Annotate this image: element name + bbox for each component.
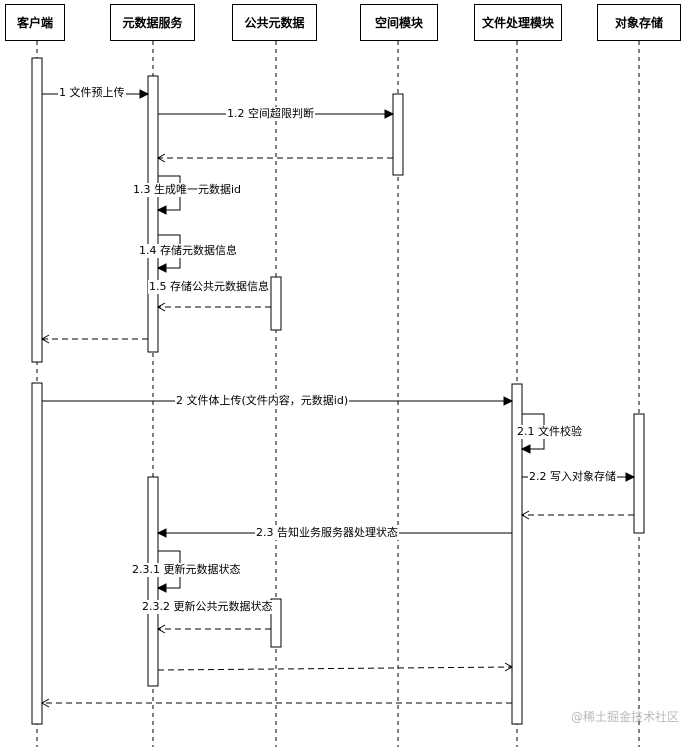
message-arrow-head	[139, 89, 150, 99]
participant-label: 文件处理模块	[481, 16, 554, 30]
message-label: 1.3 生成唯一元数据id	[132, 183, 243, 197]
return-arrow-head	[156, 153, 166, 163]
participant-public-meta: 公共元数据	[232, 4, 317, 41]
activation-bar	[147, 476, 159, 687]
message-label: 2.1 文件校验	[516, 425, 583, 439]
activation-bar	[31, 57, 43, 363]
participant-label: 元数据服务	[122, 16, 183, 30]
participant-client: 客户端	[5, 4, 65, 41]
message-label: 1.2 空间超限判断	[226, 107, 315, 121]
participant-label: 客户端	[16, 16, 53, 30]
message-arrow-head	[625, 472, 636, 482]
message-label: 2.2 写入对象存储	[528, 470, 617, 484]
message-label: 1.5 存储公共元数据信息	[148, 280, 270, 294]
self-message-loop-head	[156, 205, 167, 215]
watermark: @稀土掘金技术社区	[570, 710, 679, 724]
return-arrow-head	[156, 624, 166, 634]
self-message-loop-head	[520, 444, 531, 454]
return-arrow-head	[504, 662, 514, 672]
message-arrow-head	[503, 396, 514, 406]
message-label: 2.3 告知业务服务器处理状态	[255, 526, 399, 540]
message-label: 1.4 存储元数据信息	[138, 244, 238, 258]
activation-bar	[147, 75, 159, 353]
message-label: 2 文件体上传(文件内容，元数据id)	[175, 394, 350, 408]
self-message-loop-head	[156, 583, 167, 593]
participant-space-module: 空间模块	[360, 4, 438, 41]
participant-meta-service: 元数据服务	[110, 4, 195, 41]
activation-bar	[511, 383, 523, 725]
participant-label: 空间模块	[374, 16, 423, 30]
message-arrow-head	[156, 528, 167, 538]
activation-bar	[633, 413, 645, 534]
activation-bar	[270, 598, 282, 648]
message-label: 2.3.2 更新公共元数据状态	[141, 600, 274, 614]
participant-label: 公共元数据	[244, 16, 305, 30]
return-arrow-head	[520, 510, 530, 520]
activation-bar	[270, 276, 282, 331]
message-label: 1 文件预上传	[58, 86, 126, 100]
return-arrow	[157, 666, 513, 671]
return-arrow-head	[156, 302, 166, 312]
self-message-loop-head	[156, 263, 167, 273]
participant-file-module: 文件处理模块	[474, 4, 562, 41]
return-arrow-head	[40, 334, 50, 344]
return-arrow-head	[40, 698, 50, 708]
participant-object-storage: 对象存储	[597, 4, 681, 41]
participant-label: 对象存储	[614, 16, 663, 30]
activation-bar	[31, 382, 43, 725]
message-arrow-head	[384, 109, 395, 119]
message-label: 2.3.1 更新元数据状态	[131, 563, 242, 577]
activation-bar	[392, 93, 404, 176]
